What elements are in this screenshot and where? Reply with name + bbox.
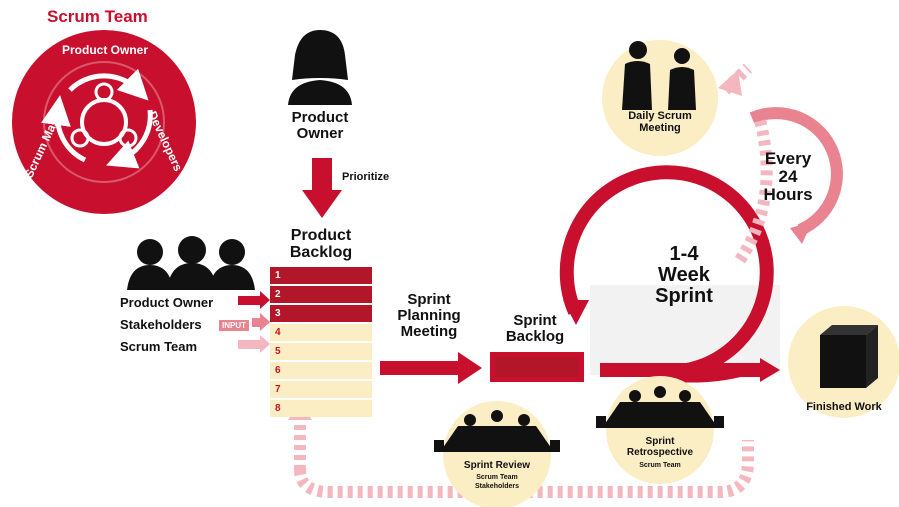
daily-scrum-circle (602, 40, 718, 156)
daily-scrum-label: Daily Scrum Meeting (628, 110, 692, 134)
backlog-item: 7 (270, 381, 372, 398)
page-title: Scrum Team (47, 7, 148, 26)
product-backlog-label: Product Backlog (289, 227, 353, 261)
sprint-backlog-box (490, 352, 584, 382)
sprint-planning-label: Sprint Planning Meeting (397, 291, 461, 340)
backlog-item: 5 (270, 343, 372, 360)
every-24-hours-label: Every 24 Hours (763, 149, 813, 204)
input-product-owner: Product Owner (120, 295, 214, 310)
sprint-retro-label: Sprint Retrospective (626, 436, 694, 458)
sprint-review-sub2: Stakeholders (475, 483, 519, 490)
sprint-review-label: Sprint Review (463, 460, 531, 471)
backlog-item: 8 (270, 400, 372, 417)
input-stakeholders: Stakeholders (120, 317, 202, 332)
product-owner-silhouette (288, 30, 352, 105)
product-owner-label: Product Owner (291, 109, 349, 142)
backlog-item: 1 (270, 267, 372, 284)
sprint-length-label: 1-4 Week Sprint (655, 243, 713, 307)
input-scrum-team: Scrum Team (120, 339, 198, 354)
finished-work-label: Finished Work (806, 401, 882, 413)
prioritize-arrow (302, 158, 342, 218)
daily-scrum-silhouette (622, 41, 696, 110)
finished-cube-icon (820, 325, 878, 388)
backlog-item: 4 (270, 324, 372, 341)
planning-arrow (380, 352, 482, 384)
input-badge: INPUT (219, 320, 249, 331)
sprint-loop (559, 165, 780, 383)
sprint-backlog-label: Sprint Backlog (505, 312, 565, 345)
input-arrows (238, 291, 270, 353)
sprint-review-silhouette (434, 410, 560, 452)
sprint-review-sub1: Scrum Team (476, 474, 518, 481)
sprint-retro-sub: Scrum Team (639, 462, 681, 469)
backlog-item: 3 (270, 305, 372, 322)
daily-loop (749, 107, 843, 244)
backlog-item: 6 (270, 362, 372, 379)
prioritize-label: Prioritize (342, 171, 390, 183)
stakeholders-silhouette (127, 236, 255, 290)
team-product-owner-label: Product Owner (61, 43, 148, 57)
daily-arrowhead (718, 70, 742, 96)
sprint-retro-silhouette (596, 386, 724, 428)
feedback-dashes (294, 63, 773, 498)
scrum-team-circle (12, 30, 196, 214)
backlog-item: 2 (270, 286, 372, 303)
